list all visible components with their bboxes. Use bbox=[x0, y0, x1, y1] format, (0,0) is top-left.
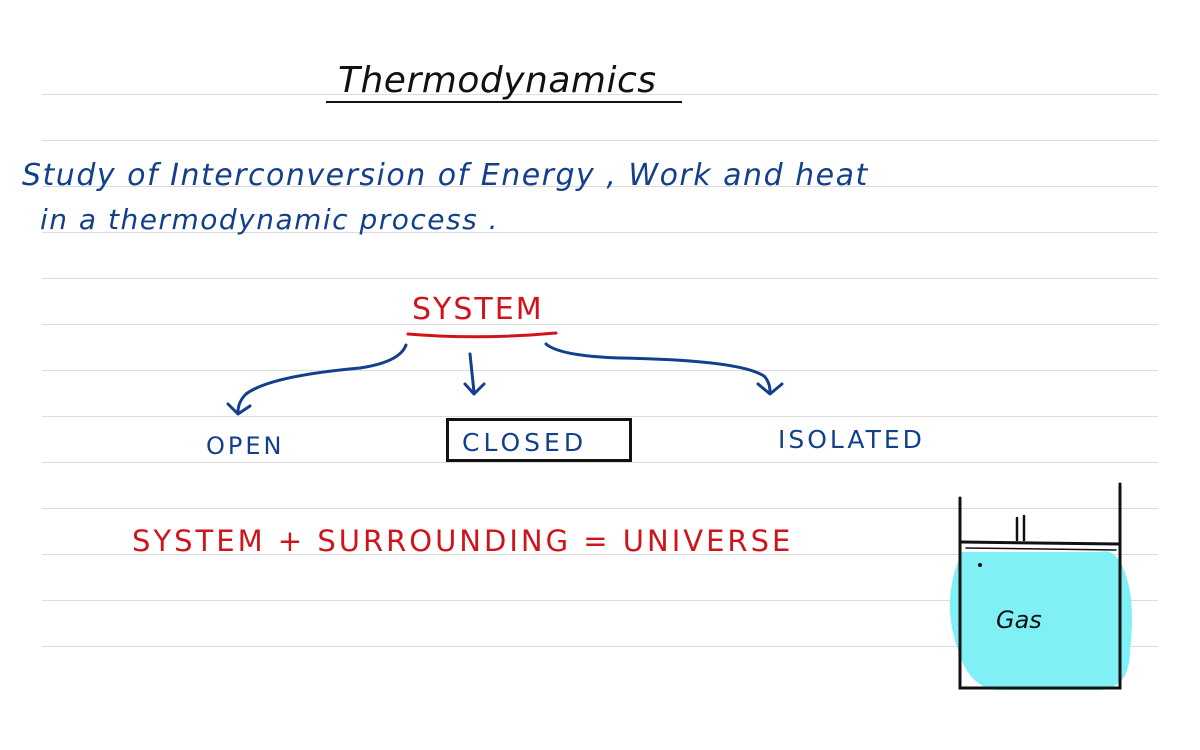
closed-highlight-box bbox=[446, 418, 632, 462]
ruled-line bbox=[42, 600, 1158, 601]
arrow-to-open bbox=[236, 343, 408, 414]
container-walls bbox=[958, 482, 1122, 690]
arrow-to-isolated bbox=[544, 342, 772, 394]
ruled-line bbox=[42, 508, 1158, 509]
definition-line-2: in a thermodynamic process . bbox=[40, 203, 499, 236]
page-title: Thermodynamics bbox=[338, 60, 657, 101]
piston-rod bbox=[1015, 514, 1026, 542]
gas-fill bbox=[949, 551, 1132, 690]
universe-equation: SYSTEM + SURROUNDING = UNIVERSE bbox=[132, 524, 794, 558]
system-type-open: OPEN bbox=[206, 432, 285, 460]
system-type-closed: CLOSED bbox=[462, 428, 588, 457]
system-underline bbox=[406, 331, 558, 339]
system-heading: SYSTEM bbox=[412, 292, 544, 327]
arrow-to-closed bbox=[468, 352, 476, 394]
ruled-line bbox=[42, 416, 1158, 417]
arrow-to-closed-head bbox=[463, 382, 486, 396]
system-type-isolated: ISOLATED bbox=[778, 425, 925, 454]
piston-plate bbox=[960, 540, 1120, 546]
definition-line-1: Study of Interconversion of Energy , Wor… bbox=[22, 158, 869, 193]
title-underline bbox=[326, 101, 682, 103]
gas-dot bbox=[978, 563, 982, 567]
arrow-to-isolated-head bbox=[756, 382, 784, 396]
ruled-line bbox=[42, 646, 1158, 647]
ruled-line bbox=[42, 94, 1158, 95]
gas-label: Gas bbox=[996, 606, 1042, 634]
ruled-line bbox=[42, 140, 1158, 141]
ruled-line bbox=[42, 186, 1158, 187]
ruled-line bbox=[42, 232, 1158, 233]
ruled-line bbox=[42, 324, 1158, 325]
ruled-line bbox=[42, 462, 1158, 463]
ruled-line bbox=[42, 278, 1158, 279]
arrow-to-open-head bbox=[226, 402, 252, 416]
piston-plate-edge bbox=[965, 547, 1117, 551]
ruled-line bbox=[42, 370, 1158, 371]
ruled-line bbox=[42, 554, 1158, 555]
